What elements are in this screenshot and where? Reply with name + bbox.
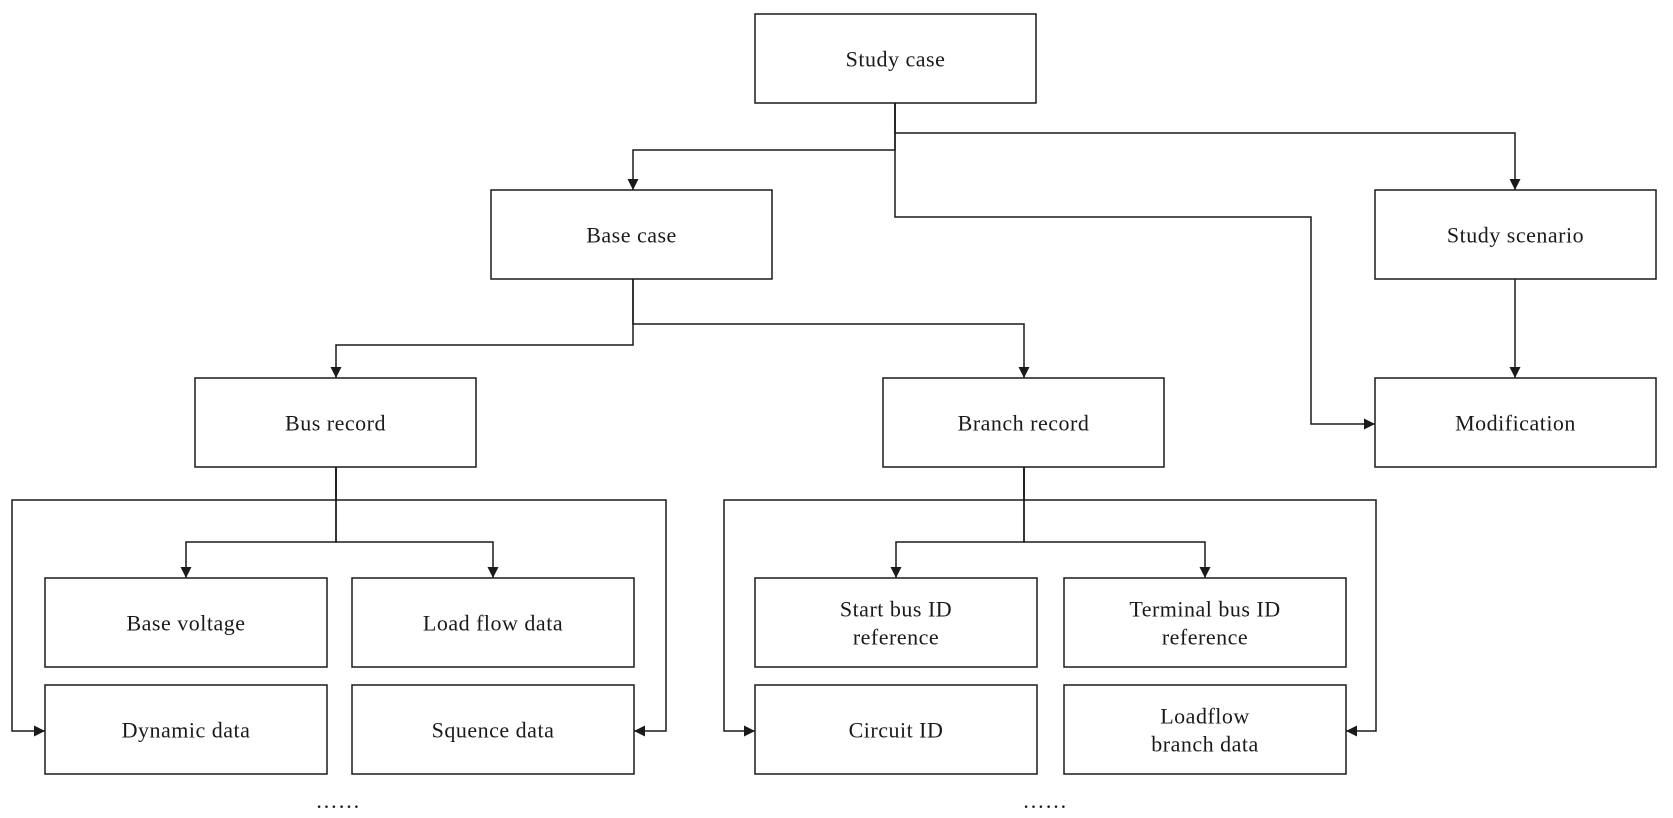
node-branch-record: Branch record	[882, 377, 1165, 468]
node-label: Study case	[846, 47, 946, 72]
node-label: reference	[853, 625, 939, 650]
node-label: reference	[1162, 625, 1248, 650]
node-label: Dynamic data	[122, 718, 251, 743]
node-box	[754, 577, 1038, 668]
node-box	[1374, 189, 1657, 280]
node-base-voltage: Base voltage	[44, 577, 328, 668]
node-label: Branch record	[958, 411, 1090, 436]
node-label: Circuit ID	[849, 718, 944, 743]
node-box	[882, 377, 1165, 468]
node-loadflow-branch-data: Loadflow branch data	[1063, 684, 1347, 775]
node-label: Terminal bus ID	[1129, 597, 1280, 622]
node-box	[754, 684, 1038, 775]
node-box	[44, 577, 328, 668]
node-modification: Modification	[1374, 377, 1657, 468]
node-label: Start bus ID	[840, 597, 952, 622]
node-terminal-bus-id-reference: Terminal bus ID reference	[1063, 577, 1347, 668]
edge-study-case-to-base-case	[627, 103, 896, 190]
node-start-bus-id-reference: Start bus ID reference	[754, 577, 1038, 668]
node-label: Base voltage	[126, 611, 245, 636]
edge-study-case-to-modification	[894, 103, 1375, 430]
node-study-case: Study case	[754, 13, 1037, 104]
node-load-flow-data: Load flow data	[351, 577, 635, 668]
edges	[11, 103, 1521, 737]
node-base-case: Base case	[490, 189, 773, 280]
node-label: branch data	[1151, 732, 1259, 757]
node-label: Study scenario	[1447, 223, 1584, 248]
node-dynamic-data: Dynamic data	[44, 684, 328, 775]
edge-bus-record-to-base-voltage	[180, 467, 337, 578]
edge-study-case-to-study-scenario	[894, 103, 1521, 190]
node-label: Load flow data	[423, 611, 563, 636]
node-label: Squence data	[432, 718, 555, 743]
node-box	[490, 189, 773, 280]
node-label: Modification	[1455, 411, 1576, 436]
node-box	[1063, 684, 1347, 775]
branch-record-more-ellipsis: ……	[1023, 788, 1068, 813]
node-label: Base case	[586, 223, 677, 248]
node-box	[1374, 377, 1657, 468]
node-bus-record: Bus record	[194, 377, 477, 468]
edge-bus-record-to-squence-data	[335, 467, 667, 737]
node-label: Loadflow	[1160, 704, 1250, 729]
edge-branch-record-to-terminal-bus-id-reference	[1023, 467, 1211, 578]
edge-base-case-to-branch-record	[632, 279, 1030, 378]
node-box	[351, 577, 635, 668]
node-box	[351, 684, 635, 775]
node-squence-data: Squence data	[351, 684, 635, 775]
node-circuit-id: Circuit ID	[754, 684, 1038, 775]
edge-branch-record-to-loadflow-branch-data	[1023, 467, 1377, 737]
bus-record-more-ellipsis: ……	[316, 788, 361, 813]
node-box	[194, 377, 477, 468]
edge-bus-record-to-load-flow-data	[335, 467, 499, 578]
ellipses: …… ……	[316, 788, 1068, 813]
node-study-scenario: Study scenario	[1374, 189, 1657, 280]
node-box	[1063, 577, 1347, 668]
node-box	[44, 684, 328, 775]
node-box	[754, 13, 1037, 104]
edge-base-case-to-bus-record	[330, 279, 634, 378]
node-label: Bus record	[285, 411, 386, 436]
edge-branch-record-to-start-bus-id-reference	[890, 467, 1025, 578]
